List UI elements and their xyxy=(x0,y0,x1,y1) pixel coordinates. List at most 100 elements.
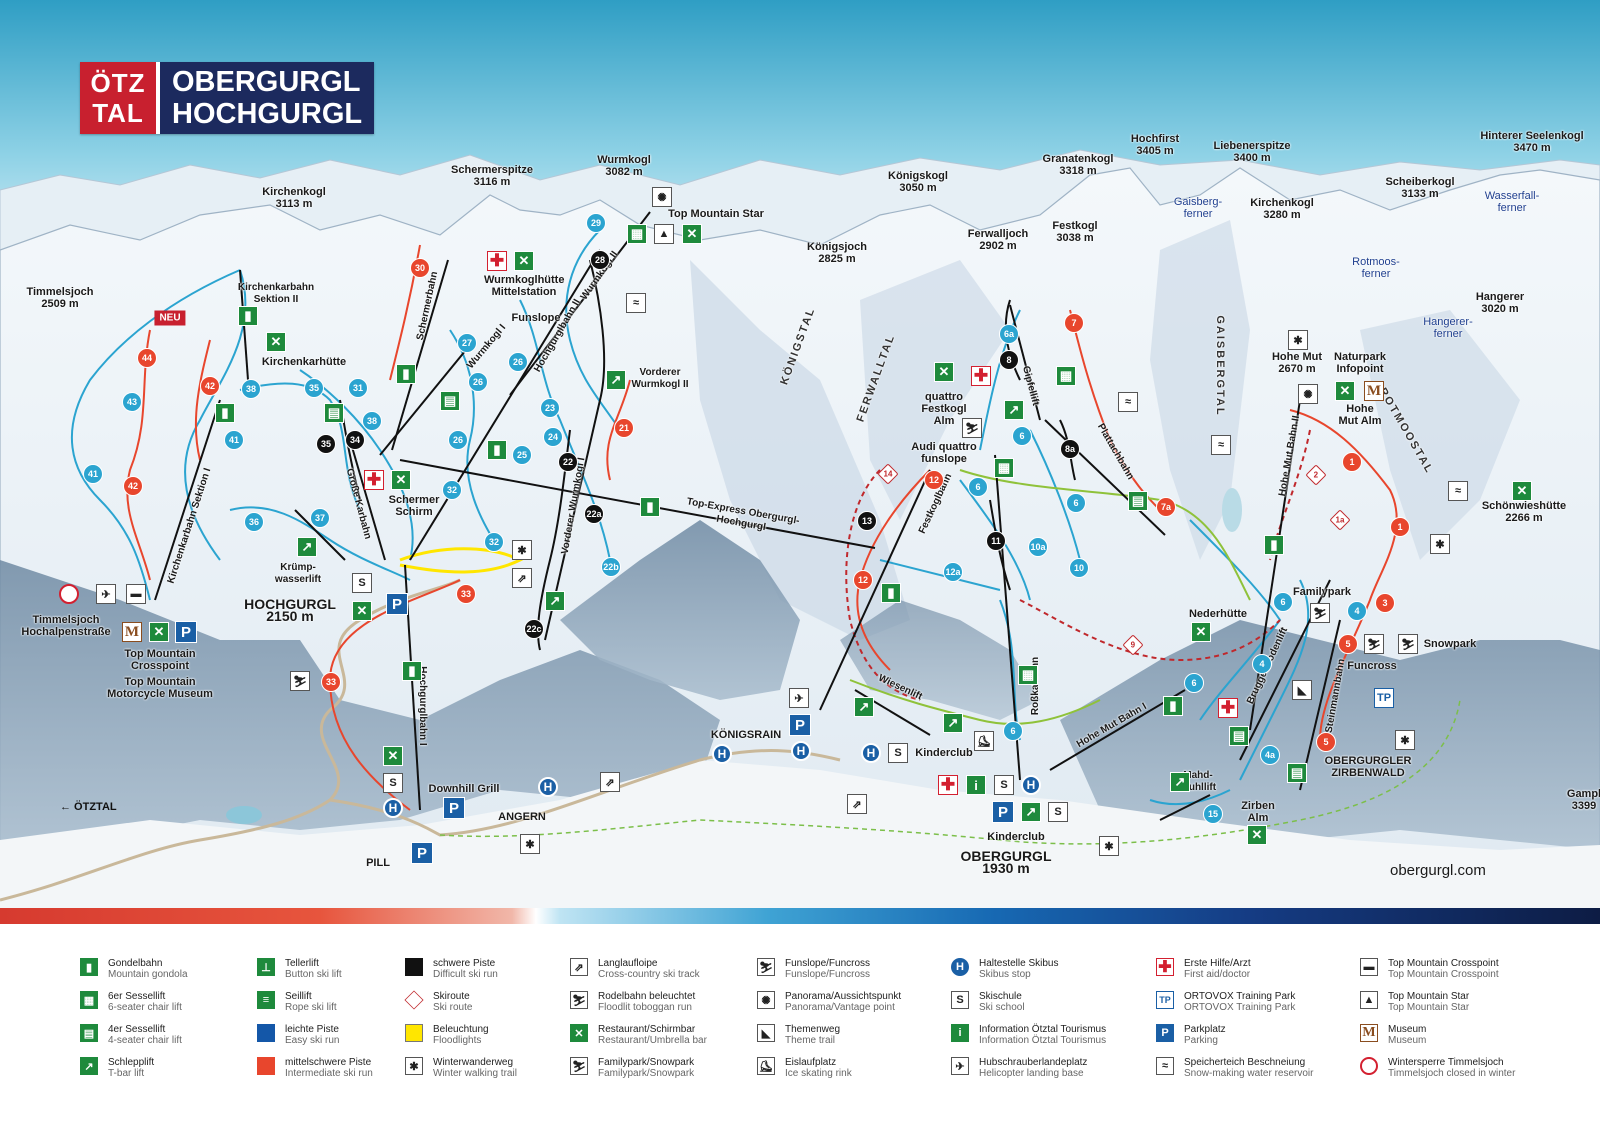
ski-school-icon: S xyxy=(994,775,1014,795)
legend-label-de: Restaurant/Schirmbar xyxy=(598,1024,696,1035)
winter-trail-icon: ✱ xyxy=(1099,836,1119,856)
museum-icon: M xyxy=(122,622,142,642)
bus-stop-icon: H xyxy=(791,741,811,761)
panorama-icon: ✺ xyxy=(652,187,672,207)
logo-separator xyxy=(156,62,160,134)
legend-label-en: T-bar lift xyxy=(108,1068,145,1079)
legend-swatch-icon: ⊥ xyxy=(257,958,275,976)
run-marker: 27 xyxy=(457,333,477,353)
run-marker: 1 xyxy=(1390,517,1410,537)
direction-otztal: ← ÖTZTAL xyxy=(60,801,117,813)
run-marker: 33 xyxy=(456,584,476,604)
legend-label-de: Wintersperre Timmelsjoch xyxy=(1388,1057,1504,1068)
gaisbergtal-shadow xyxy=(1150,220,1250,560)
run-marker: 42 xyxy=(200,376,220,396)
legend-swatch-icon xyxy=(404,990,424,1010)
place-funcross: Funcross xyxy=(1347,660,1397,672)
legend-label-en: Easy ski run xyxy=(285,1035,340,1046)
legend-label-en: Familypark/Snowpark xyxy=(598,1068,695,1079)
legend-swatch-icon: ▲ xyxy=(1360,991,1378,1009)
place-audi-funslope: Audi quattro funslope xyxy=(911,441,977,465)
run-marker: 4a xyxy=(1260,745,1280,765)
run-marker: 6 xyxy=(1184,673,1204,693)
run-marker: 34 xyxy=(345,430,365,450)
run-marker: 43 xyxy=(122,392,142,412)
place-zirbenwald: OBERGURGLER ZIRBENWALD xyxy=(1324,755,1412,779)
legend-label-de: Information Ötztal Tourismus xyxy=(979,1024,1107,1035)
reservoir xyxy=(1222,488,1242,532)
resort-name-block: OBERGURGL HOCHGURGL xyxy=(160,62,374,134)
chairlift-icon: ▤ xyxy=(1229,726,1249,746)
lake xyxy=(226,806,262,824)
parking-icon: P xyxy=(992,801,1014,823)
forest-obergurgl xyxy=(840,600,1040,720)
gondola-icon: ▮ xyxy=(238,306,258,326)
town-koenigsrain: KÖNIGSRAIN xyxy=(710,729,782,741)
first-aid-icon: ✚ xyxy=(1218,698,1238,718)
town-angern: ANGERN xyxy=(498,811,546,823)
legend-label-en: Museum xyxy=(1388,1035,1427,1046)
legend-label-en: Panorama/Vantage point xyxy=(785,1002,895,1013)
place-quattro-alm: quattro Festkogl Alm xyxy=(921,391,967,427)
new-badge: NEU xyxy=(154,310,186,326)
legend-label-en: Mountain gondola xyxy=(108,969,188,980)
legend-swatch-icon: ◣ xyxy=(757,1024,775,1042)
chairlift-icon: ▦ xyxy=(1056,366,1076,386)
funcross-icon: ⛷ xyxy=(1364,634,1384,654)
chairlift-icon: ▤ xyxy=(1128,491,1148,511)
legend-label-en: Snow-making water reservoir xyxy=(1184,1068,1314,1079)
run-marker: 26 xyxy=(468,372,488,392)
gondola-icon: ▮ xyxy=(396,364,416,384)
run-marker: 38 xyxy=(241,379,261,399)
place-kinderclub: Kinderclub xyxy=(915,747,973,759)
run-marker: 6 xyxy=(1012,426,1032,446)
legend-label-en: Winter walking trail xyxy=(433,1068,517,1079)
run-marker: 32 xyxy=(484,532,504,552)
website-url[interactable]: obergurgl.com xyxy=(1390,862,1486,879)
otztal-obergurgl-logo: ÖTZ TAL OBERGURGL HOCHGURGL xyxy=(80,62,374,134)
parking-icon: P xyxy=(386,593,408,615)
glacier-label: Hangerer-ferner xyxy=(1423,316,1473,340)
forest-center xyxy=(560,520,800,700)
run-marker: 12 xyxy=(853,570,873,590)
run-marker: 10 xyxy=(1069,558,1089,578)
gondola-icon: ▮ xyxy=(402,661,422,681)
cross-country-icon: ⇗ xyxy=(847,794,867,814)
ski-school-icon: S xyxy=(383,773,403,793)
legend-label-en: ORTOVOX Training Park xyxy=(1184,1002,1296,1013)
legend-label-en: First aid/doctor xyxy=(1184,969,1251,980)
run-marker: 31 xyxy=(348,378,368,398)
run-marker: 41 xyxy=(83,464,103,484)
run-marker: 22b xyxy=(601,557,621,577)
legend-swatch-icon: P xyxy=(1156,1024,1174,1042)
